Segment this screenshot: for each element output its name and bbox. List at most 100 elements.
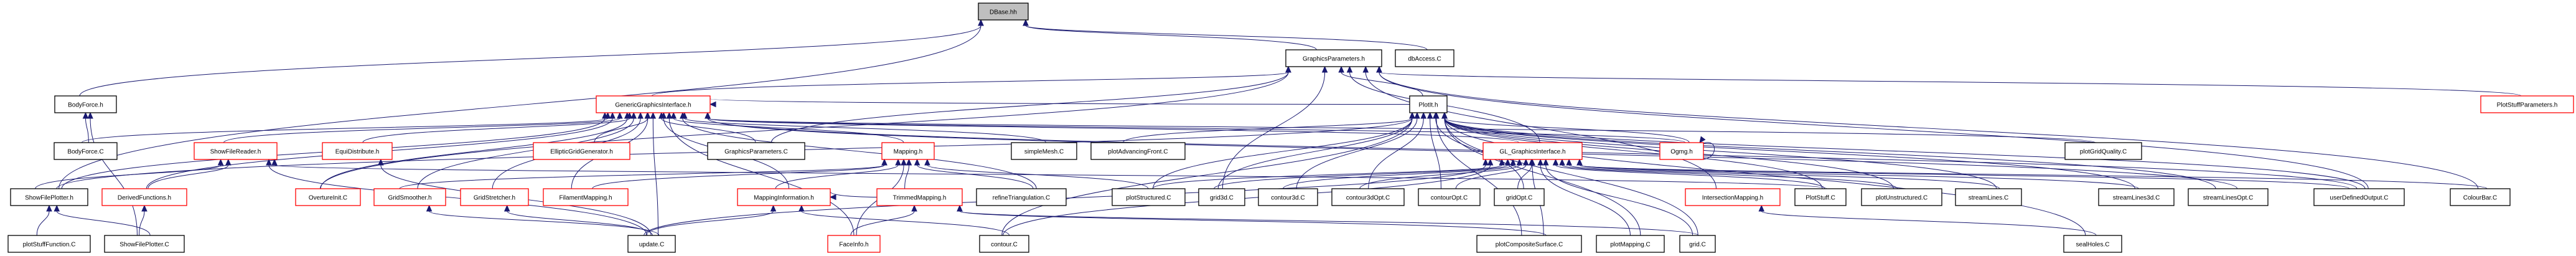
node-streamlines-c[interactable]: streamLines.C bbox=[1955, 188, 2022, 206]
edge-bodyforce-c-to-bodyforce-h bbox=[82, 111, 89, 143]
node-faceinfo-h[interactable]: FaceInfo.h bbox=[827, 235, 881, 253]
node-box bbox=[978, 2, 1029, 21]
edge-simplemesh-c-to-genericgraphicsinterface-h bbox=[681, 111, 1047, 143]
arrowhead-icon bbox=[978, 19, 984, 26]
node-box bbox=[881, 142, 935, 160]
edge-plotunstructured-c-to-gl-graphicsinterface-h bbox=[1559, 158, 1898, 189]
node-genericgraphicsinterface-h[interactable]: GenericGraphicsInterface.h bbox=[596, 95, 711, 113]
node-intersectionmapping-h[interactable]: IntersectionMapping.h bbox=[1685, 188, 1781, 206]
node-mapping-h[interactable]: Mapping.h bbox=[881, 142, 935, 160]
edge-line bbox=[959, 211, 1547, 236]
edge-line bbox=[1379, 72, 2479, 189]
node-contour3d-c[interactable]: contour3d.C bbox=[1258, 188, 1318, 206]
node-plotstuffparameters-h[interactable]: PlotStuffParameters.h bbox=[2480, 95, 2574, 113]
node-showfileplotter-c[interactable]: ShowFilePlotter.C bbox=[104, 235, 185, 253]
edge-plotcompositesurface-c-to-plotit-h bbox=[1433, 111, 1522, 236]
node-plotstructured-c[interactable]: plotStructured.C bbox=[1112, 188, 1186, 206]
node-gl-graphicsinterface-h[interactable]: GL_GraphicsInterface.h bbox=[1482, 142, 1583, 160]
node-plotstuff-c[interactable]: PlotStuff.C bbox=[1794, 188, 1847, 206]
node-dbaccess-c[interactable]: dbAccess.C bbox=[1395, 49, 1454, 67]
node-gridstretcher-h[interactable]: GridStretcher.h bbox=[460, 188, 529, 206]
node-grid-c[interactable]: grid.C bbox=[1679, 235, 1716, 253]
node-filamentmapping-h[interactable]: FilamentMapping.h bbox=[543, 188, 629, 206]
node-box bbox=[1409, 95, 1448, 113]
node-plotmapping-c[interactable]: plotMapping.C bbox=[1596, 235, 1665, 253]
node-graphicsparameters-c[interactable]: GraphicsParameters.C bbox=[707, 142, 805, 160]
edge-grid-c-to-trimmedmapping-h bbox=[957, 204, 1699, 236]
node-box bbox=[194, 142, 278, 160]
node-mappinginformation-h[interactable]: MappingInformation.h bbox=[737, 188, 831, 206]
node-ogmg-h[interactable]: Ogmg.h bbox=[1659, 142, 1704, 160]
edge-equidistribute-h-to-genericgraphicsinterface-h bbox=[362, 111, 633, 143]
node-ellipticgridgenerator-h[interactable]: EllipticGridGenerator.h bbox=[533, 142, 630, 160]
node-label: FilamentMapping.h bbox=[559, 195, 612, 202]
edge-plotstructured-c-to-mapping-h bbox=[924, 158, 1149, 189]
edge-line bbox=[1562, 164, 1898, 189]
arrowhead-icon bbox=[1338, 65, 1344, 73]
edge-line bbox=[320, 118, 628, 189]
node-plotcompositesurface-c[interactable]: plotCompositeSurface.C bbox=[1476, 235, 1582, 253]
edge-overtureinit-c-to-genericgraphicsinterface-h bbox=[320, 111, 630, 189]
node-grid3d-c[interactable]: grid3d.C bbox=[1198, 188, 1245, 206]
node-label: GraphicsParameters.h bbox=[1303, 56, 1365, 63]
node-showfileplotter-h[interactable]: ShowFilePlotter.h bbox=[10, 188, 88, 206]
node-label: GraphicsParameters.C bbox=[724, 149, 788, 156]
edge-plotstufffunction-c-to-showfileplotter-h bbox=[36, 204, 52, 236]
edge-line bbox=[1435, 118, 1524, 189]
node-plotadvancingfront-c[interactable]: plotAdvancingFront.C bbox=[1090, 142, 1186, 160]
node-streamlinesopt-c[interactable]: streamLinesOpt.C bbox=[2188, 188, 2269, 206]
arrowhead-icon bbox=[881, 158, 888, 166]
arrowhead-icon bbox=[503, 204, 510, 212]
node-simplemesh-c[interactable]: simpleMesh.C bbox=[1011, 142, 1077, 160]
edge-line bbox=[1568, 164, 2000, 189]
node-update-c[interactable]: update.C bbox=[627, 235, 676, 253]
node-plotunstructured-c[interactable]: plotUnstructured.C bbox=[1861, 188, 1942, 206]
arrowhead-icon bbox=[895, 158, 901, 166]
node-colourbar-c[interactable]: ColourBar.C bbox=[2450, 188, 2511, 206]
node-contour-c[interactable]: contour.C bbox=[979, 235, 1029, 253]
node-sealholes-c[interactable]: sealHoles.C bbox=[2063, 235, 2122, 253]
node-label: GridSmoother.h bbox=[388, 195, 431, 202]
arrowhead-icon bbox=[1409, 111, 1415, 119]
edge-trimmedmapping-h-to-mappinginformation-h bbox=[829, 191, 878, 201]
node-bodyforce-h[interactable]: BodyForce.h bbox=[54, 95, 117, 113]
node-box bbox=[707, 142, 805, 160]
node-showfilereader-h[interactable]: ShowFileReader.h bbox=[194, 142, 278, 160]
edge-line bbox=[90, 118, 138, 236]
node-derivedfunctions-h[interactable]: DerivedFunctions.h bbox=[101, 188, 187, 206]
node-plotgridquality-c[interactable]: plotGridQuality.C bbox=[2064, 142, 2142, 160]
node-label: plotStuffFunction.C bbox=[23, 242, 76, 249]
node-label: streamLines.C bbox=[1969, 195, 2008, 202]
node-trimmedmapping-h[interactable]: TrimmedMapping.h bbox=[876, 188, 963, 206]
node-userdefinedoutput-c[interactable]: userDefinedOutput.C bbox=[2313, 188, 2405, 206]
node-plotit-h[interactable]: PlotIt.h bbox=[1409, 95, 1448, 113]
node-label: EllipticGridGenerator.h bbox=[550, 149, 613, 156]
edge-line bbox=[399, 164, 885, 189]
node-overtureinit-c[interactable]: OvertureInit.C bbox=[295, 188, 361, 206]
node-equidistribute-h[interactable]: EquiDistribute.h bbox=[322, 142, 393, 160]
arrowhead-icon bbox=[1542, 158, 1549, 166]
node-contour3dopt-c[interactable]: contour3dOpt.C bbox=[1331, 188, 1405, 206]
edge-line bbox=[1579, 164, 2139, 189]
edge-plotmapping-c-to-gl-graphicsinterface-h bbox=[1537, 158, 1631, 236]
edge-update-c-to-genericgraphicsinterface-h bbox=[650, 111, 658, 236]
node-graphicsparameters-h[interactable]: GraphicsParameters.h bbox=[1285, 49, 1382, 67]
node-streamlines3d-c[interactable]: streamLines3d.C bbox=[2098, 188, 2175, 206]
node-plotstufffunction-c[interactable]: plotStuffFunction.C bbox=[7, 235, 91, 253]
edge-derivedfunctions-h-to-showfilereader-h bbox=[148, 158, 232, 189]
edge-line bbox=[707, 118, 1520, 143]
node-refinetriangulation-c[interactable]: refineTriangulation.C bbox=[976, 188, 1067, 206]
edge-plotstuffparameters-h-to-graphicsparameters-h bbox=[1376, 65, 2522, 97]
edge-colourbar-c-to-graphicsparameters-h bbox=[1376, 65, 2479, 189]
node-box bbox=[1596, 235, 1665, 253]
edge-line bbox=[1214, 164, 1509, 189]
arrowhead-icon bbox=[1566, 158, 1572, 166]
node-bodyforce-c[interactable]: BodyForce.C bbox=[54, 142, 118, 160]
node-gridopt-c[interactable]: gridOpt.C bbox=[1494, 188, 1545, 206]
arrowhead-icon bbox=[630, 111, 637, 119]
node-gridsmoother-h[interactable]: GridSmoother.h bbox=[373, 188, 446, 206]
node-contouropt-c[interactable]: contourOpt.C bbox=[1418, 188, 1481, 206]
node-box bbox=[10, 188, 88, 206]
edge-filamentmapping-h-to-mapping-h bbox=[592, 158, 888, 189]
